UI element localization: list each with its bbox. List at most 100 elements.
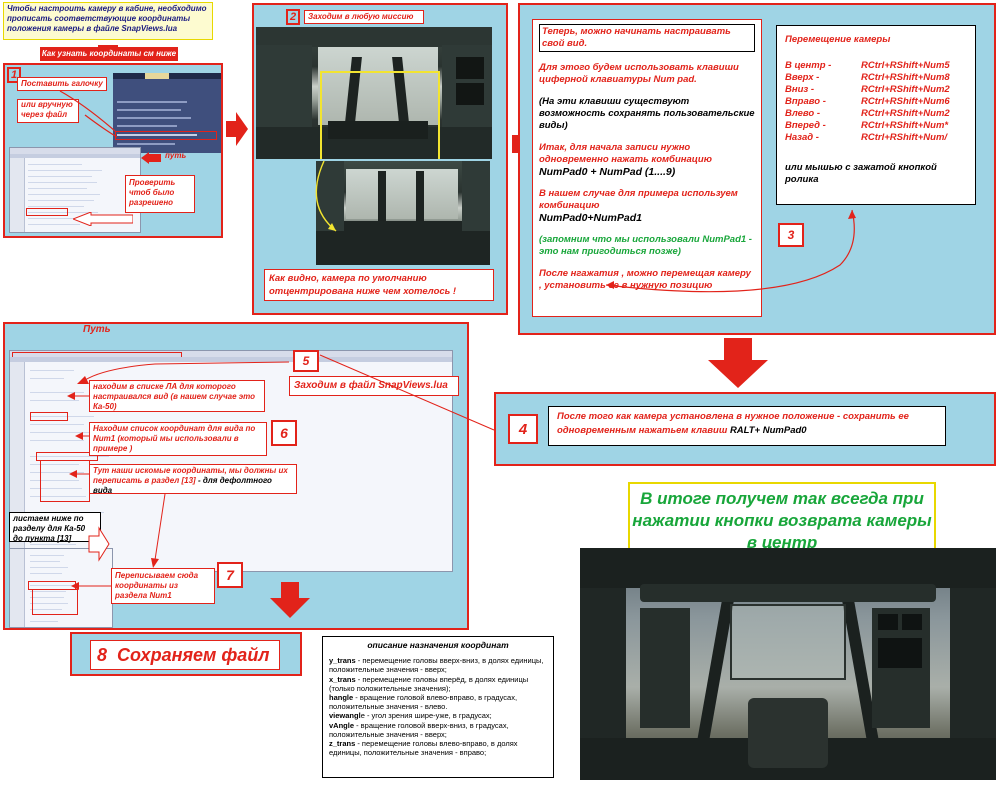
- panel-step-3: Теперь, можно начинать настраивать свой …: [518, 3, 996, 335]
- step-number-5: 5: [293, 350, 319, 372]
- movement-row: Вправо - RCtrl+RShift+Num6: [785, 96, 967, 108]
- find-coords-label: Находим список координат для вида по Num…: [89, 422, 267, 456]
- path-arrow-icon: [141, 151, 161, 164]
- step-number-4: 4: [508, 414, 538, 444]
- coord-desc-item: y_trans - перемещение головы вверх-вниз,…: [329, 656, 547, 674]
- coord-desc-title: описание назначения координат: [367, 640, 509, 650]
- movement-row: Вверх -RCtrl+RShift+Num8: [785, 72, 967, 84]
- manual-label: или вручную через файл: [17, 99, 79, 123]
- movement-keys: RCtrl+RShift+Num2: [861, 108, 950, 119]
- enter-mission-label: Заходим в любую миссию: [304, 10, 424, 24]
- setup-combo-1: NumPad0 + NumPad (1....9): [539, 166, 676, 178]
- step-number-7: 7: [217, 562, 243, 588]
- rewrite-coords-label: Переписываем сюда координаты из раздела …: [111, 568, 215, 604]
- camera-movement-box: Перемещение камеры В центр - RCtrl+RShift…: [776, 25, 976, 205]
- coord-desc-key: z_trans: [329, 739, 356, 749]
- movement-label: Вниз -: [785, 84, 815, 95]
- coord-desc-key: viewangl: [329, 711, 361, 721]
- movement-title: Перемещение камеры: [785, 34, 891, 45]
- verify-label: Проверить чтоб было разрешено: [125, 175, 195, 213]
- panel-step-4: 4 После того как камера установлена в ну…: [494, 392, 996, 466]
- coord-desc-item: vAngle - вращение головой вверх-вниз, в …: [329, 721, 547, 739]
- coord-desc-key: y_trans: [329, 656, 356, 666]
- setup-para-3: Итак, для начала записи нужно одновремен…: [539, 142, 712, 165]
- save-file-text: Сохраняем файл: [117, 644, 270, 665]
- coord-desc-text: - вращение головой вверх-вниз, в градуса…: [329, 720, 509, 739]
- movement-row: Влево - RCtrl+RShift+Num2: [785, 108, 967, 120]
- coord-desc-key: vAngle: [329, 720, 355, 730]
- down-arrow-3: [270, 582, 310, 618]
- section-13-editor: [9, 548, 113, 628]
- coordinate-description: описание назначения координат y_trans - …: [322, 636, 554, 778]
- save-file-box: 8 Сохраняем файл: [90, 640, 280, 670]
- movement-row: Назад - RCtrl+RShift+Num/: [785, 132, 967, 144]
- step-number-3: 3: [778, 223, 804, 247]
- default-camera-caption: Как видно, камера по умолчанию отцентрир…: [264, 269, 494, 301]
- panel2-zoom-arrow: [315, 160, 337, 232]
- path-label: путь: [165, 151, 187, 160]
- scroll-note-label: листаем ниже по разделу для Ка-50 до пун…: [9, 512, 101, 543]
- open-snapviews-label: Заходим в файл SnapViews.lua: [289, 376, 459, 396]
- see-below-label: Как узнать координаты см ниже: [40, 47, 178, 61]
- movement-keys: RCtrl+RShift+Num5: [861, 60, 950, 71]
- step-number-2: 2: [286, 9, 300, 25]
- setup-para-1: Для этого будем использовать клавиши циф…: [539, 62, 739, 85]
- step-number-8: 8: [97, 644, 108, 665]
- movement-row: В центр - RCtrl+RShift+Num5: [785, 60, 967, 72]
- cockpit-default-view: [256, 27, 492, 159]
- verify-arrow-icon: [71, 211, 134, 227]
- result-cockpit-view: [580, 548, 996, 780]
- setup-para-2: (На эти клавиши существуют возможность с…: [539, 96, 755, 131]
- top-note-text: Чтобы настроить камеру в кабине, необход…: [7, 4, 207, 33]
- panel-step-2: 2 Заходим в любую миссию Как видно, каме…: [252, 3, 508, 315]
- coord-desc-text: - перемещение головы влево-вправо, в дол…: [329, 739, 518, 758]
- movement-label: Вправо -: [785, 96, 826, 107]
- coord-desc-key: hangle: [329, 693, 354, 703]
- setup-instructions: Теперь, можно начинать настраивать свой …: [532, 19, 762, 317]
- movement-keys: RCtrl+RShift+Num/: [861, 132, 948, 143]
- path-label-2: Путь: [83, 324, 111, 335]
- top-note: Чтобы настроить камеру в кабине, необход…: [3, 2, 213, 40]
- options-screenshot: [113, 73, 221, 153]
- setup-para-4: В нашем случае для примера используем ко…: [539, 188, 738, 211]
- save-file-step: 8 Сохраняем файл: [70, 632, 302, 676]
- coord-desc-list: y_trans - перемещение головы вверх-вниз,…: [329, 656, 547, 757]
- movement-label: Назад -: [785, 132, 819, 143]
- setup-para-5: После нгажатия , можно перемещая камеру …: [539, 268, 751, 291]
- movement-keys: RCtrl+RShift+Num6: [861, 96, 950, 107]
- right-arrow-1: [226, 112, 248, 146]
- movement-keys: RCtrl+RShift+Num*: [861, 120, 949, 131]
- movement-keys: RCtrl+RShift+Num2: [861, 84, 950, 95]
- coord-desc-item: viewangle - угол зрения шире-уже, в град…: [329, 711, 547, 720]
- panel5-arrows: [67, 361, 290, 590]
- coords-note-label: Тут наши искомые координаты, мы должны и…: [89, 464, 297, 495]
- down-arrow-2: [708, 338, 768, 388]
- coord-desc-text: - перемещение головы вперёд, в долях еди…: [329, 674, 529, 693]
- movement-label: Вперед -: [785, 120, 826, 131]
- movement-label: Вверх -: [785, 72, 820, 83]
- save-keys: RALT+ NumPad0: [729, 425, 807, 436]
- find-aircraft-label: находим в списке ЛА для которого настраи…: [89, 380, 265, 412]
- setup-green-note: (запомним что мы использовали NumPad1 - …: [539, 234, 752, 257]
- movement-label: Влево -: [785, 108, 821, 119]
- setup-combo-2: NumPad0+NumPad1: [539, 212, 642, 224]
- coord-desc-item: hangle - вращение головой влево-вправо, …: [329, 693, 547, 711]
- setup-title: Теперь, можно начинать настраивать свой …: [539, 24, 755, 52]
- step-number-6: 6: [271, 420, 297, 446]
- coord-desc-key: x_trans: [329, 674, 356, 684]
- coord-desc-item: z_trans - перемещение головы влево-вправ…: [329, 739, 547, 757]
- coord-desc-text: e - угол зрения шире-уже, в градусах;: [360, 711, 492, 721]
- save-view-instruction: После того как камера установлена в нужн…: [548, 406, 946, 446]
- cockpit-zoomed-view: [316, 161, 490, 265]
- movement-row: Вниз - RCtrl+RShift+Num2: [785, 84, 967, 96]
- result-text: В итоге получем так всегда при нажатии к…: [632, 489, 932, 552]
- coord-desc-item: x_trans - перемещение головы вперёд, в д…: [329, 675, 547, 693]
- movement-label: В центр -: [785, 60, 832, 71]
- mouse-note: или мышью с зажатой кнопкой ролика: [785, 162, 937, 185]
- panel3-arrow: [605, 209, 856, 293]
- checkbox-label: Поставить галочку: [17, 77, 107, 91]
- result-title-box: В итоге получем так всегда при нажатии к…: [628, 482, 936, 560]
- coord-desc-text: - перемещение головы вверх-вниз, в долях…: [329, 656, 544, 675]
